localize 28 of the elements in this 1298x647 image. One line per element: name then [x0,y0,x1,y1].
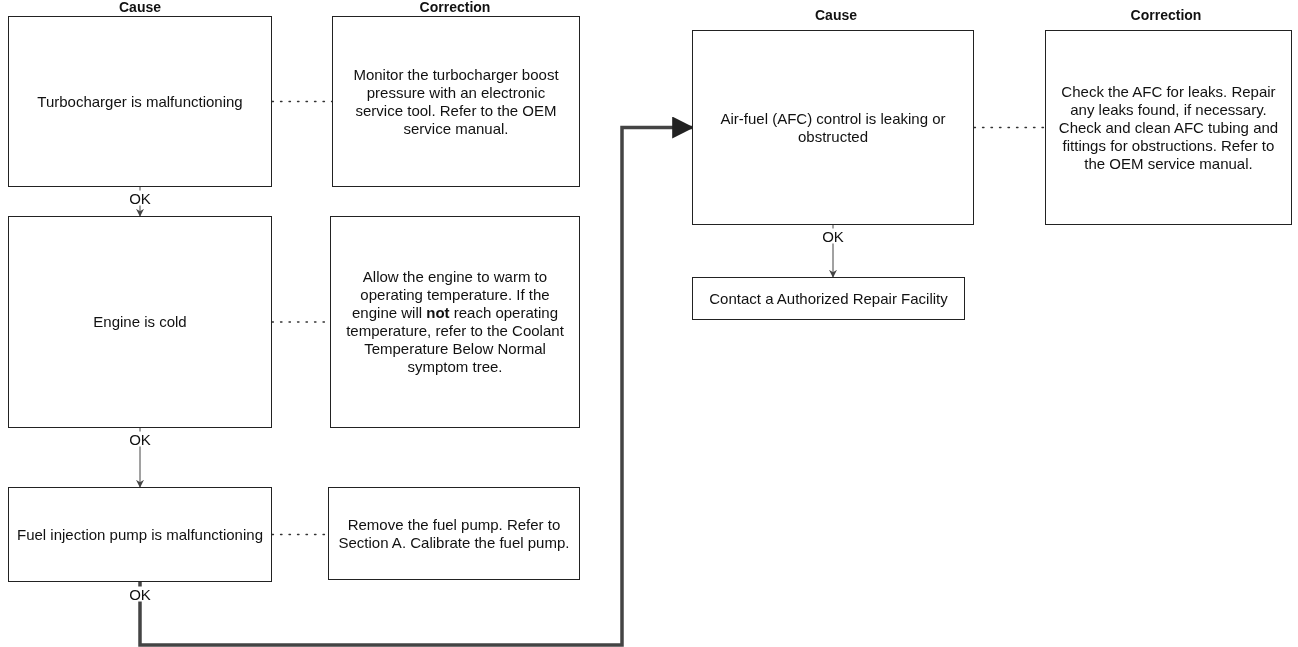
correction-box [328,487,580,580]
dotted-connector [271,100,333,103]
cause-box [8,487,272,582]
box-text: Monitor the turbocharger boost pressure with an electronic service tool. Refer to the OEM service manual. [352,65,560,138]
cause-box [8,16,272,187]
edge-label: OK [127,431,153,447]
box-text: Fuel injection pump is malfunctioning [17,525,263,544]
box-text: Allow the engine to warm to operating temperature. If the engine will not reach operating temperature, refer to the Coolant Temperature Below Normal symptom tree. [345,268,565,376]
column-heading: Cause [814,8,858,23]
cause-box [692,277,965,320]
column-heading: Cause [118,0,162,15]
edge-label: OK [127,586,153,602]
dotted-connector [973,126,1046,129]
edge-label: OK [127,190,153,206]
box-text: Remove the fuel pump. Refer to Section A. Calibrate the fuel pump. [337,515,571,552]
box-text: Check the AFC for leaks. Repair any leaks found, if necessary. Check and clean AFC tubing and fittings for obstructions. Refer to the OEM service manual. [1057,82,1280,173]
cause-box [8,216,272,428]
correction-box [330,216,580,428]
edge-label: OK [820,228,846,244]
correction-box [1045,30,1292,225]
box-text: Air-fuel (AFC) control is leaking or obstructed [719,109,947,146]
box-text: Engine is cold [93,313,187,331]
cause-box [692,30,974,225]
column-heading: Correction [1129,8,1203,23]
box-text: Contact a Authorized Repair Facility [709,289,948,308]
box-text: Turbocharger is malfunctioning [37,92,243,111]
column-heading: Correction [418,0,492,15]
correction-box [332,16,580,187]
